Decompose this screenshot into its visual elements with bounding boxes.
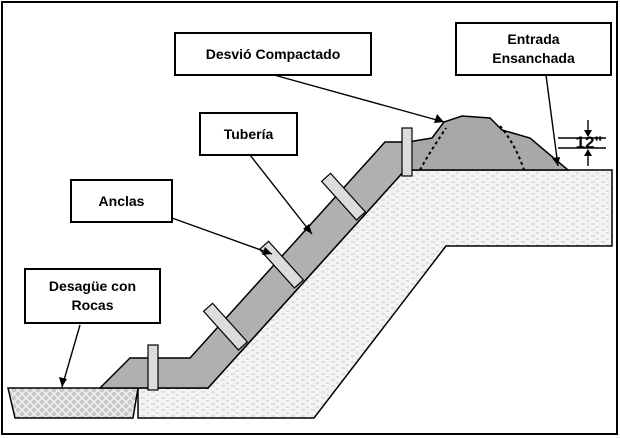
- anchor-bottom: [147, 344, 159, 391]
- arrow-desague: [61, 324, 81, 388]
- dim-arrow-heads: [584, 130, 592, 156]
- label-desvio-compactado: Desvió Compactado: [174, 32, 372, 76]
- rock-outlet-pad: [7, 387, 139, 419]
- arrow-tuberia: [249, 154, 313, 235]
- label-anclas: Anclas: [70, 179, 173, 223]
- arrow-desvio: [273, 74, 445, 123]
- anchor-1: [320, 172, 367, 221]
- anchor-top: [401, 127, 413, 177]
- anchor-3: [202, 302, 249, 351]
- arrow-anclas: [171, 217, 273, 255]
- dimension-label: 12": [575, 133, 603, 152]
- leader-arrows: [61, 74, 559, 388]
- label-entrada-ensanchada: Entrada Ensanchada: [455, 22, 612, 76]
- label-desague-con-rocas: Desagüe con Rocas: [24, 268, 161, 324]
- arrow-heads: [59, 114, 560, 387]
- label-tuberia: Tubería: [199, 112, 298, 156]
- compacted-berm: [407, 115, 571, 171]
- berm-dashed-line: [419, 125, 525, 171]
- arrow-entrada: [545, 74, 559, 167]
